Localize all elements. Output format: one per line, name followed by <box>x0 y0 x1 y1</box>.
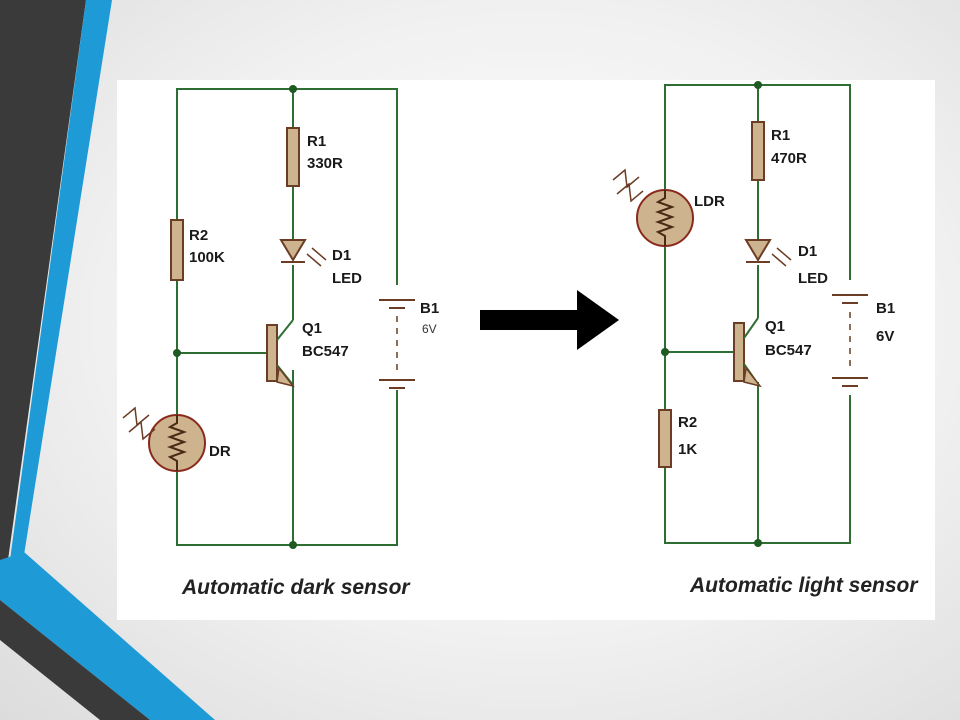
right-r2-name: R2 <box>678 414 697 431</box>
right-led-icon <box>744 239 792 267</box>
circuit-diagrams: R1 330R R2 100K D1 LED Q1 BC547 <box>122 81 919 599</box>
right-circuit-caption: Automatic light sensor <box>689 574 919 597</box>
right-circuit: R1 470R LDR D1 LED Q1 BC547 <box>612 81 919 597</box>
left-circuit-caption: Automatic dark sensor <box>181 576 411 599</box>
right-ldr-icon <box>612 168 694 247</box>
right-r1-resistor <box>751 121 765 181</box>
right-d1-name: D1 <box>798 243 817 260</box>
right-node-bottom <box>754 539 762 547</box>
right-q1-value: BC547 <box>765 342 812 359</box>
left-r2-resistor <box>170 219 184 281</box>
right-r2-resistor <box>658 409 672 468</box>
left-d1-name: D1 <box>332 247 351 264</box>
left-circuit: R1 330R R2 100K D1 LED Q1 BC547 <box>122 85 439 599</box>
left-d1-value: LED <box>332 270 362 287</box>
right-r2-value: 1K <box>678 441 697 458</box>
left-b1-value: 6V <box>422 322 437 336</box>
left-q1-name: Q1 <box>302 320 322 337</box>
left-q1-value: BC547 <box>302 343 349 360</box>
right-transistor-icon <box>733 317 762 388</box>
bottom-dark-stripe <box>0 600 150 720</box>
left-transistor-icon <box>266 319 295 388</box>
left-blue-stripe <box>10 0 112 560</box>
left-battery-icon <box>379 285 415 390</box>
left-r1-resistor <box>286 127 300 187</box>
right-ldr-label: LDR <box>694 193 725 210</box>
left-ldr-label: DR <box>209 443 231 460</box>
left-led-icon <box>279 239 327 267</box>
right-q1-name: Q1 <box>765 318 785 335</box>
left-node-top <box>289 85 297 93</box>
right-b1-value: 6V <box>876 328 894 345</box>
right-r1-name: R1 <box>771 127 790 144</box>
left-dark-stripe <box>0 0 86 560</box>
right-battery-icon <box>832 280 868 395</box>
right-arrow-icon <box>480 290 619 350</box>
left-wires <box>176 88 398 546</box>
left-r2-value: 100K <box>189 249 225 266</box>
circuit-image-panel: R1 330R R2 100K D1 LED Q1 BC547 <box>117 80 935 620</box>
left-r2-name: R2 <box>189 227 208 244</box>
right-r1-value: 470R <box>771 150 807 167</box>
left-node-bottom <box>289 541 297 549</box>
left-ldr-icon <box>122 406 206 472</box>
right-wires <box>664 84 851 544</box>
left-r1-name: R1 <box>307 133 326 150</box>
right-d1-value: LED <box>798 270 828 287</box>
left-node-base <box>173 349 181 357</box>
bottom-blue-stripe <box>0 552 215 720</box>
right-node-top <box>754 81 762 89</box>
left-b1-name: B1 <box>420 300 439 317</box>
right-b1-name: B1 <box>876 300 895 317</box>
right-node-base <box>661 348 669 356</box>
left-r1-value: 330R <box>307 155 343 172</box>
